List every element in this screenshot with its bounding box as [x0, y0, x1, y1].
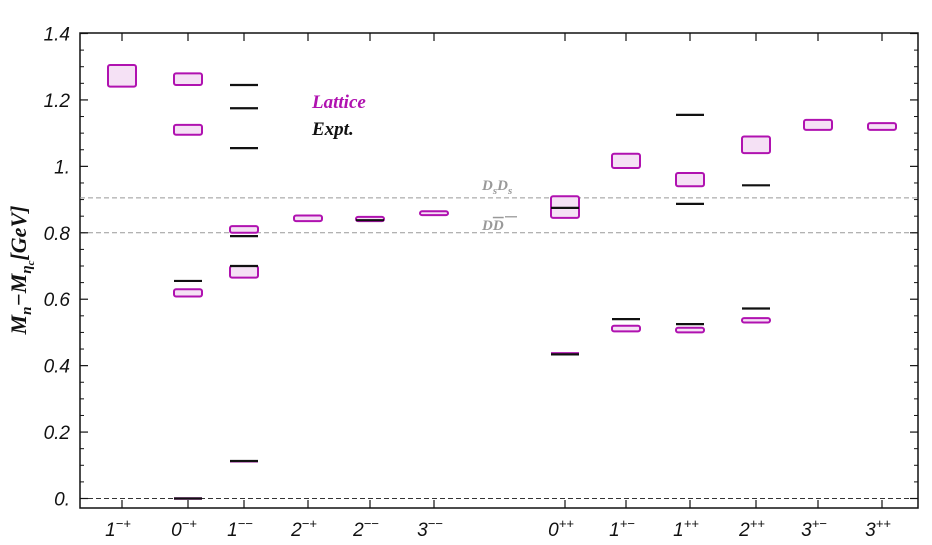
threshold-label: DsDs — [481, 178, 512, 197]
x-category-label: 3++ — [865, 516, 891, 541]
lattice-box — [293, 214, 323, 223]
lattice-box — [803, 118, 833, 131]
x-category-label: 3+− — [801, 516, 827, 541]
x-category-label: 3−− — [417, 516, 443, 541]
lattice-box — [741, 317, 771, 324]
y-tick-label: 0.6 — [44, 290, 71, 311]
x-category-label: 1+− — [609, 516, 635, 541]
lattice-box — [867, 122, 897, 131]
legend-expt: Expt. — [311, 119, 354, 140]
lattice-box — [611, 152, 641, 170]
x-category-label: 1−+ — [105, 516, 131, 541]
lattice-box — [173, 288, 203, 298]
y-tick-label: 0.2 — [44, 423, 71, 444]
lattice-box — [107, 64, 137, 88]
data-marks — [107, 64, 897, 500]
x-category-label: 1++ — [673, 516, 699, 541]
y-tick-label: 1.4 — [44, 25, 70, 46]
lattice-box — [229, 225, 259, 234]
lattice-box — [741, 135, 771, 155]
lattice-box — [173, 123, 203, 136]
y-tick-label: 0.4 — [44, 357, 70, 378]
x-category-label: 1−− — [227, 516, 253, 541]
y-tick-label: 0. — [54, 490, 70, 511]
lattice-box — [173, 72, 203, 86]
plot-frame — [79, 32, 919, 509]
axis-ticks — [80, 32, 918, 508]
lattice-box — [419, 210, 449, 217]
y-axis-label: Mn−Mηc[GeV] — [6, 206, 37, 336]
legend-lattice: Lattice — [311, 92, 366, 113]
x-category-label: 0−+ — [171, 516, 197, 541]
lattice-box — [675, 172, 705, 188]
x-category-label: 2−− — [352, 516, 379, 541]
threshold-label: DD — [481, 218, 504, 234]
y-tick-label: 0.8 — [44, 224, 71, 245]
lattice-box — [675, 326, 705, 334]
x-category-label: 2−+ — [290, 516, 317, 541]
y-tick-label: 1. — [54, 157, 70, 178]
lattice-box — [611, 324, 641, 333]
x-category-label: 2++ — [738, 516, 765, 541]
lattice-box — [229, 265, 259, 279]
y-tick-label: 1.2 — [44, 91, 71, 112]
axis-labels: 0. 0.2 0.4 0.6 0.8 1. 1.2 1.4 1−+ 0−+ 1−− 2−+ 2−− 3−−… — [44, 25, 892, 542]
x-category-label: 0++ — [548, 516, 574, 541]
